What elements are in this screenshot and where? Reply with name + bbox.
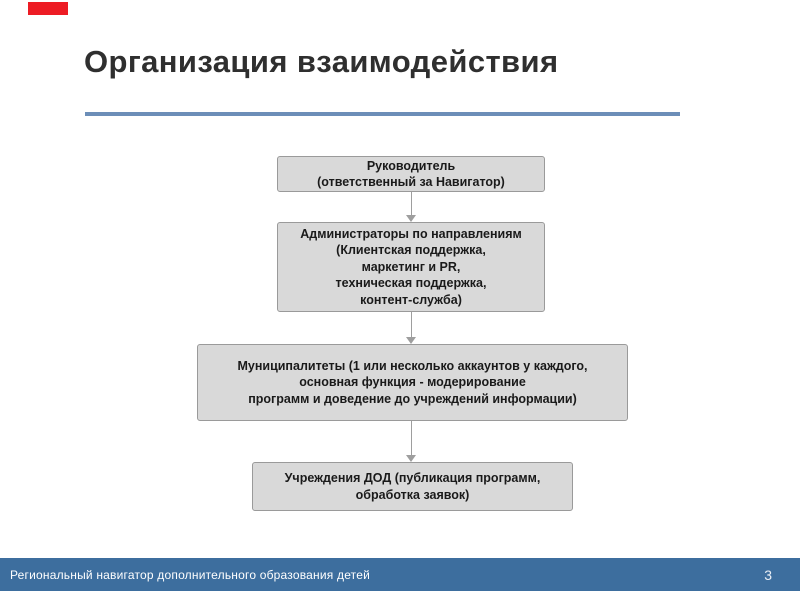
flow-node-municipalities: Муниципалитеты (1 или несколько аккаунто… bbox=[197, 344, 628, 421]
node-text-line: Муниципалитеты (1 или несколько аккаунто… bbox=[237, 358, 588, 373]
down-arrow bbox=[405, 192, 417, 222]
node-text-line: (Клиентская поддержка, bbox=[336, 243, 486, 258]
arrow-shaft bbox=[410, 312, 412, 337]
down-arrow bbox=[405, 312, 417, 344]
arrow-head bbox=[406, 337, 416, 344]
node-text-line: техническая поддержка, bbox=[335, 276, 487, 291]
flow-node-institutions: Учреждения ДОД (публикация программ, обр… bbox=[252, 462, 573, 511]
node-text-line: обработка заявок) bbox=[355, 487, 470, 502]
arrow-head bbox=[406, 455, 416, 462]
node-text-line: (ответственный за Навигатор) bbox=[317, 175, 505, 189]
arrow-head bbox=[406, 215, 416, 222]
red-corner-marker bbox=[28, 2, 68, 15]
node-text-line: маркетинг и PR, bbox=[361, 259, 461, 274]
node-text-line: программ и доведение до учреждений инфор… bbox=[248, 391, 577, 406]
node-text-line: Руководитель bbox=[366, 158, 456, 173]
flow-node-leader: Руководитель (ответственный за Навигатор… bbox=[277, 156, 545, 192]
footer-text: Региональный навигатор дополнительного о… bbox=[10, 567, 371, 582]
arrow-shaft bbox=[410, 421, 412, 455]
arrow-shaft bbox=[410, 192, 412, 215]
node-text-line: основная функция - модерирование bbox=[299, 375, 526, 390]
node-text-line: Учреждения ДОД (публикация программ, bbox=[284, 471, 541, 485]
node-text-line: Администраторы по направлениям bbox=[300, 226, 522, 241]
slide-title: Организация взаимодействия bbox=[84, 44, 559, 79]
node-text-line: контент-служба) bbox=[360, 292, 462, 307]
page-number: 3 bbox=[764, 566, 772, 583]
down-arrow bbox=[405, 421, 417, 462]
title-divider bbox=[85, 112, 680, 116]
footer-bar: Региональный навигатор дополнительного о… bbox=[0, 558, 800, 591]
flow-node-administrators: Администраторы по направлениям (Клиентск… bbox=[277, 222, 545, 312]
